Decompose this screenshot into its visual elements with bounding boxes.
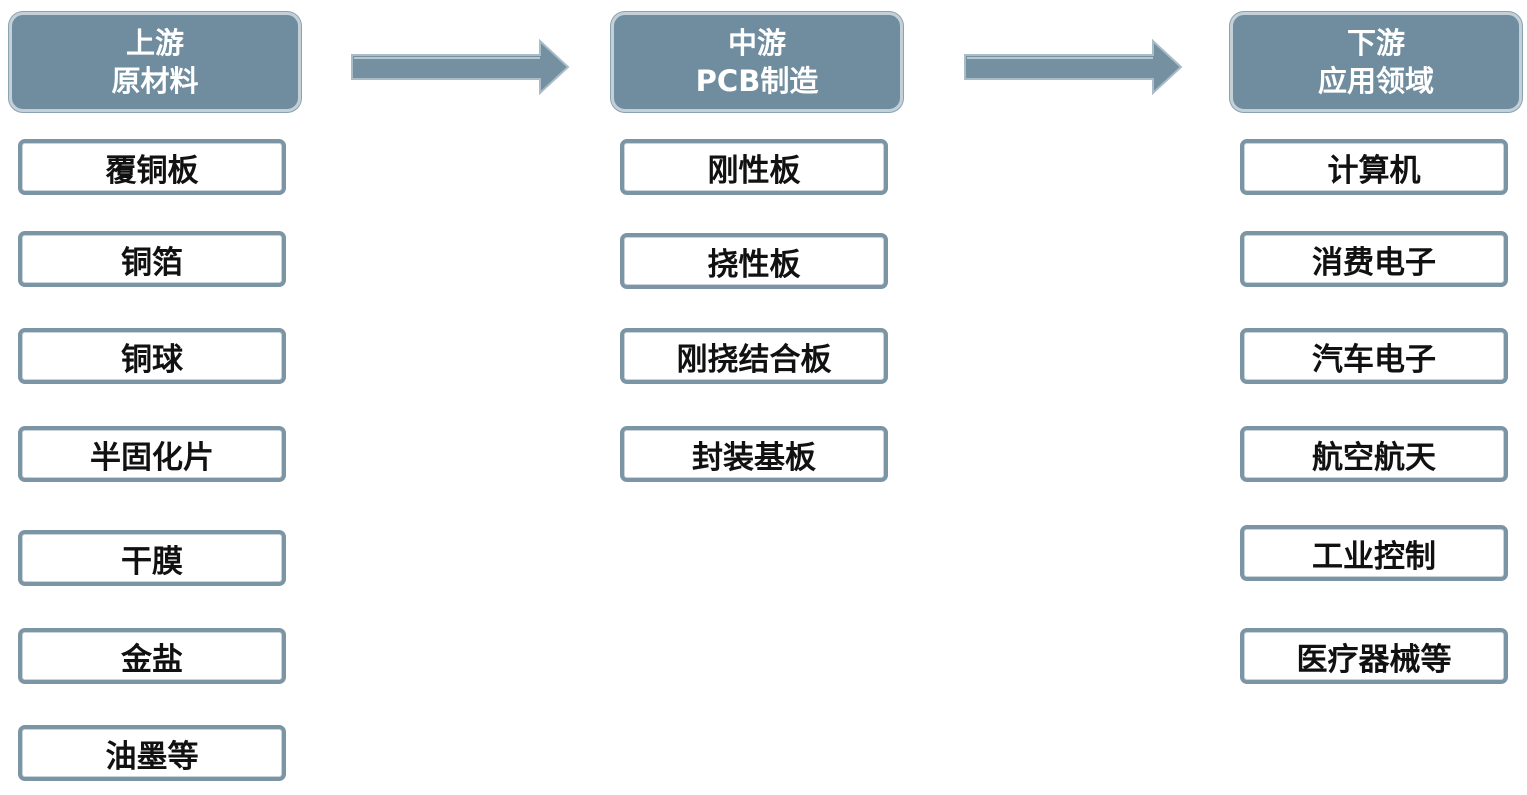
header-midstream: 中游 PCB制造 [611,12,903,112]
downstream-item: 消费电子 [1240,231,1508,287]
header-upstream: 上游 原材料 [9,12,301,112]
downstream-item: 航空航天 [1240,426,1508,482]
upstream-item: 金盐 [18,628,286,684]
midstream-item: 封装基板 [620,426,888,482]
header-upstream-line1: 上游 [125,26,184,60]
header-downstream: 下游 应用领域 [1230,12,1522,112]
upstream-item: 铜箔 [18,231,286,287]
midstream-item: 刚性板 [620,139,888,195]
header-downstream-line2: 应用领域 [1317,64,1434,98]
downstream-item: 医疗器械等 [1240,628,1508,684]
downstream-item: 工业控制 [1240,525,1508,581]
upstream-item: 覆铜板 [18,139,286,195]
downstream-item: 计算机 [1240,139,1508,195]
midstream-item: 挠性板 [620,233,888,289]
arrow-right-icon [351,38,570,96]
downstream-item: 汽车电子 [1240,328,1508,384]
midstream-item: 刚挠结合板 [620,328,888,384]
header-downstream-line1: 下游 [1346,26,1405,60]
upstream-item: 干膜 [18,530,286,586]
header-upstream-line2: 原材料 [111,64,199,98]
upstream-item: 半固化片 [18,426,286,482]
header-midstream-line2: PCB制造 [695,64,819,98]
upstream-item: 铜球 [18,328,286,384]
arrow-right-icon [964,38,1183,96]
upstream-item: 油墨等 [18,725,286,781]
header-midstream-line1: 中游 [727,26,786,60]
